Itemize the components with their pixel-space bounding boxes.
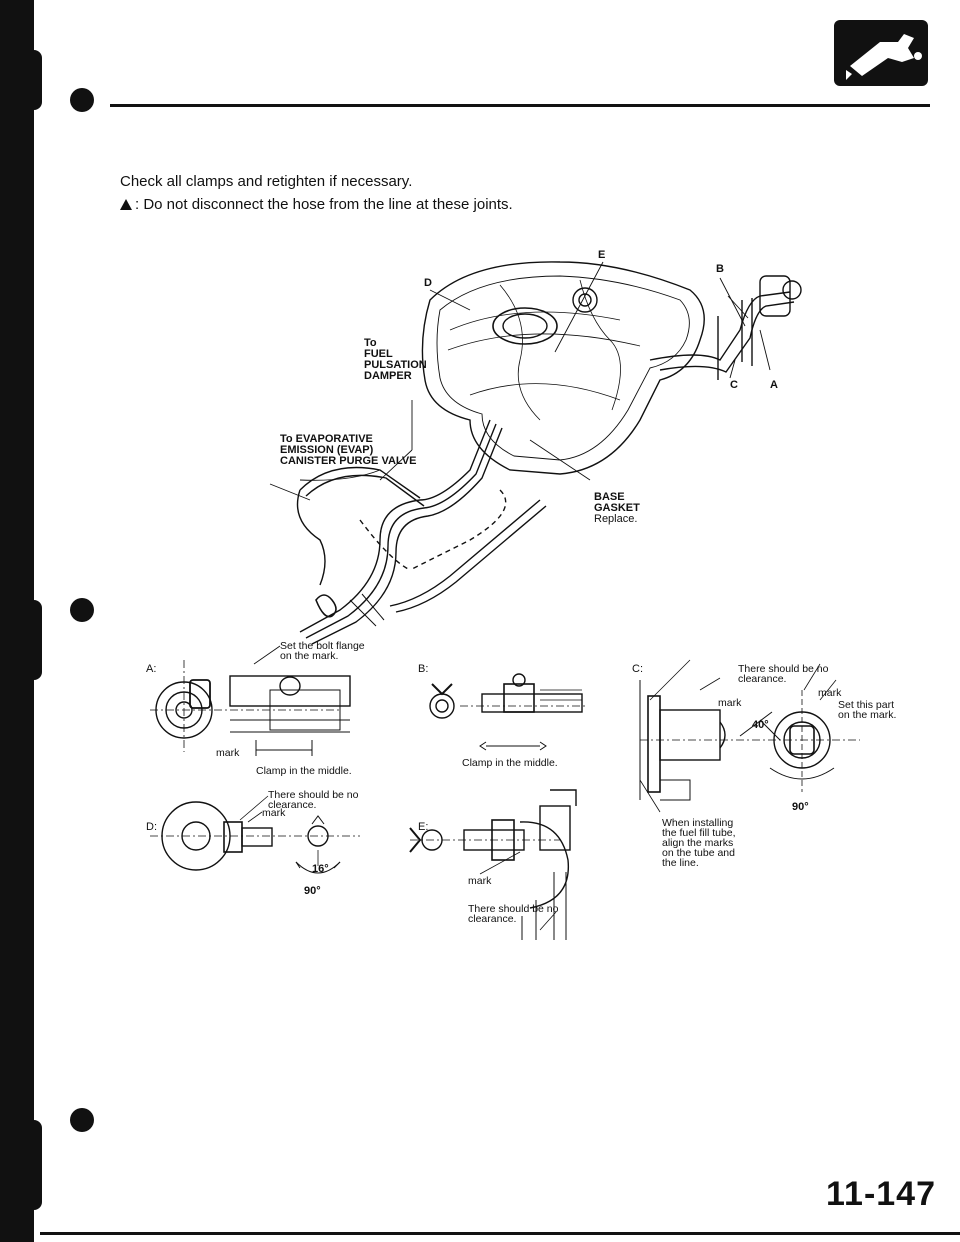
evap-purge-valve-label: To EVAPORATIVE EMISSION (EVAP) CANISTER …	[280, 433, 417, 467]
header-rule	[110, 104, 930, 107]
detail-e-letter: E:	[418, 821, 429, 833]
detail-b-drawing	[429, 673, 585, 751]
detail-d-drawing	[150, 795, 360, 874]
detail-d-mark: mark	[262, 807, 286, 819]
detail-c-letter: C:	[632, 663, 643, 675]
detail-e-mark: mark	[468, 875, 492, 887]
fuel-tank-assembly	[269, 261, 802, 645]
detail-a-clamp-note: Clamp in the middle.	[256, 765, 352, 777]
punch-hole	[70, 88, 94, 112]
intro-line-2: : Do not disconnect the hose from the li…	[120, 193, 513, 216]
base-gasket-note: Replace.	[594, 513, 638, 525]
detail-c-mark-left: mark	[718, 697, 742, 709]
detail-c-angle-40: 40°	[752, 719, 769, 731]
callout-b: B	[716, 263, 724, 275]
spine-tab	[28, 50, 42, 110]
detail-d-clearance-note: There should be no clearance.	[268, 789, 359, 811]
detail-d-letter: D:	[146, 821, 157, 833]
callout-a: A	[770, 379, 778, 391]
fuel-nozzle-icon	[834, 20, 928, 86]
fuel-pulsation-damper-label: To FUEL PULSATION DAMPER	[364, 337, 427, 382]
detail-a-drawing	[150, 645, 351, 756]
intro-line-2-text: : Do not disconnect the hose from the li…	[135, 196, 513, 213]
punch-hole	[70, 1108, 94, 1132]
detail-a-letter: A:	[146, 663, 157, 675]
punch-hole	[70, 598, 94, 622]
callout-d: D	[424, 277, 432, 289]
detail-c-mark-right: mark	[818, 687, 842, 699]
detail-b-letter: B:	[418, 663, 429, 675]
detail-c-set-part-note: Set this part on the mark.	[838, 699, 897, 721]
detail-b-clamp-note: Clamp in the middle.	[462, 757, 558, 769]
detail-e-clearance-note: There should be no clearance.	[468, 903, 559, 925]
detail-c-angle-90: 90°	[792, 801, 809, 813]
base-gasket-label: BASE GASKET	[594, 491, 640, 514]
detail-d-angle-90: 90°	[304, 885, 321, 897]
footer-rule	[40, 1232, 960, 1235]
detail-d-angle-16: 16°	[312, 863, 329, 875]
intro-text: Check all clamps and retighten if necess…	[120, 170, 513, 216]
spine-tab	[28, 600, 42, 680]
intro-line-1: Check all clamps and retighten if necess…	[120, 173, 413, 190]
detail-a-flange-note: Set the bolt flange on the mark.	[280, 640, 365, 662]
detail-c-installing-note: When installing the fuel fill tube, alig…	[662, 817, 736, 869]
spine-tab	[28, 1120, 42, 1210]
detail-c-drawing	[639, 659, 860, 813]
detail-e-drawing	[409, 789, 577, 940]
caution-triangle-icon	[120, 199, 132, 210]
callout-e: E	[598, 249, 606, 261]
detail-a-mark: mark	[216, 747, 240, 759]
callout-c: C	[730, 379, 738, 391]
detail-c-clearance-note: There should be no clearance.	[738, 663, 829, 685]
page-number: 11-147	[826, 1175, 936, 1213]
